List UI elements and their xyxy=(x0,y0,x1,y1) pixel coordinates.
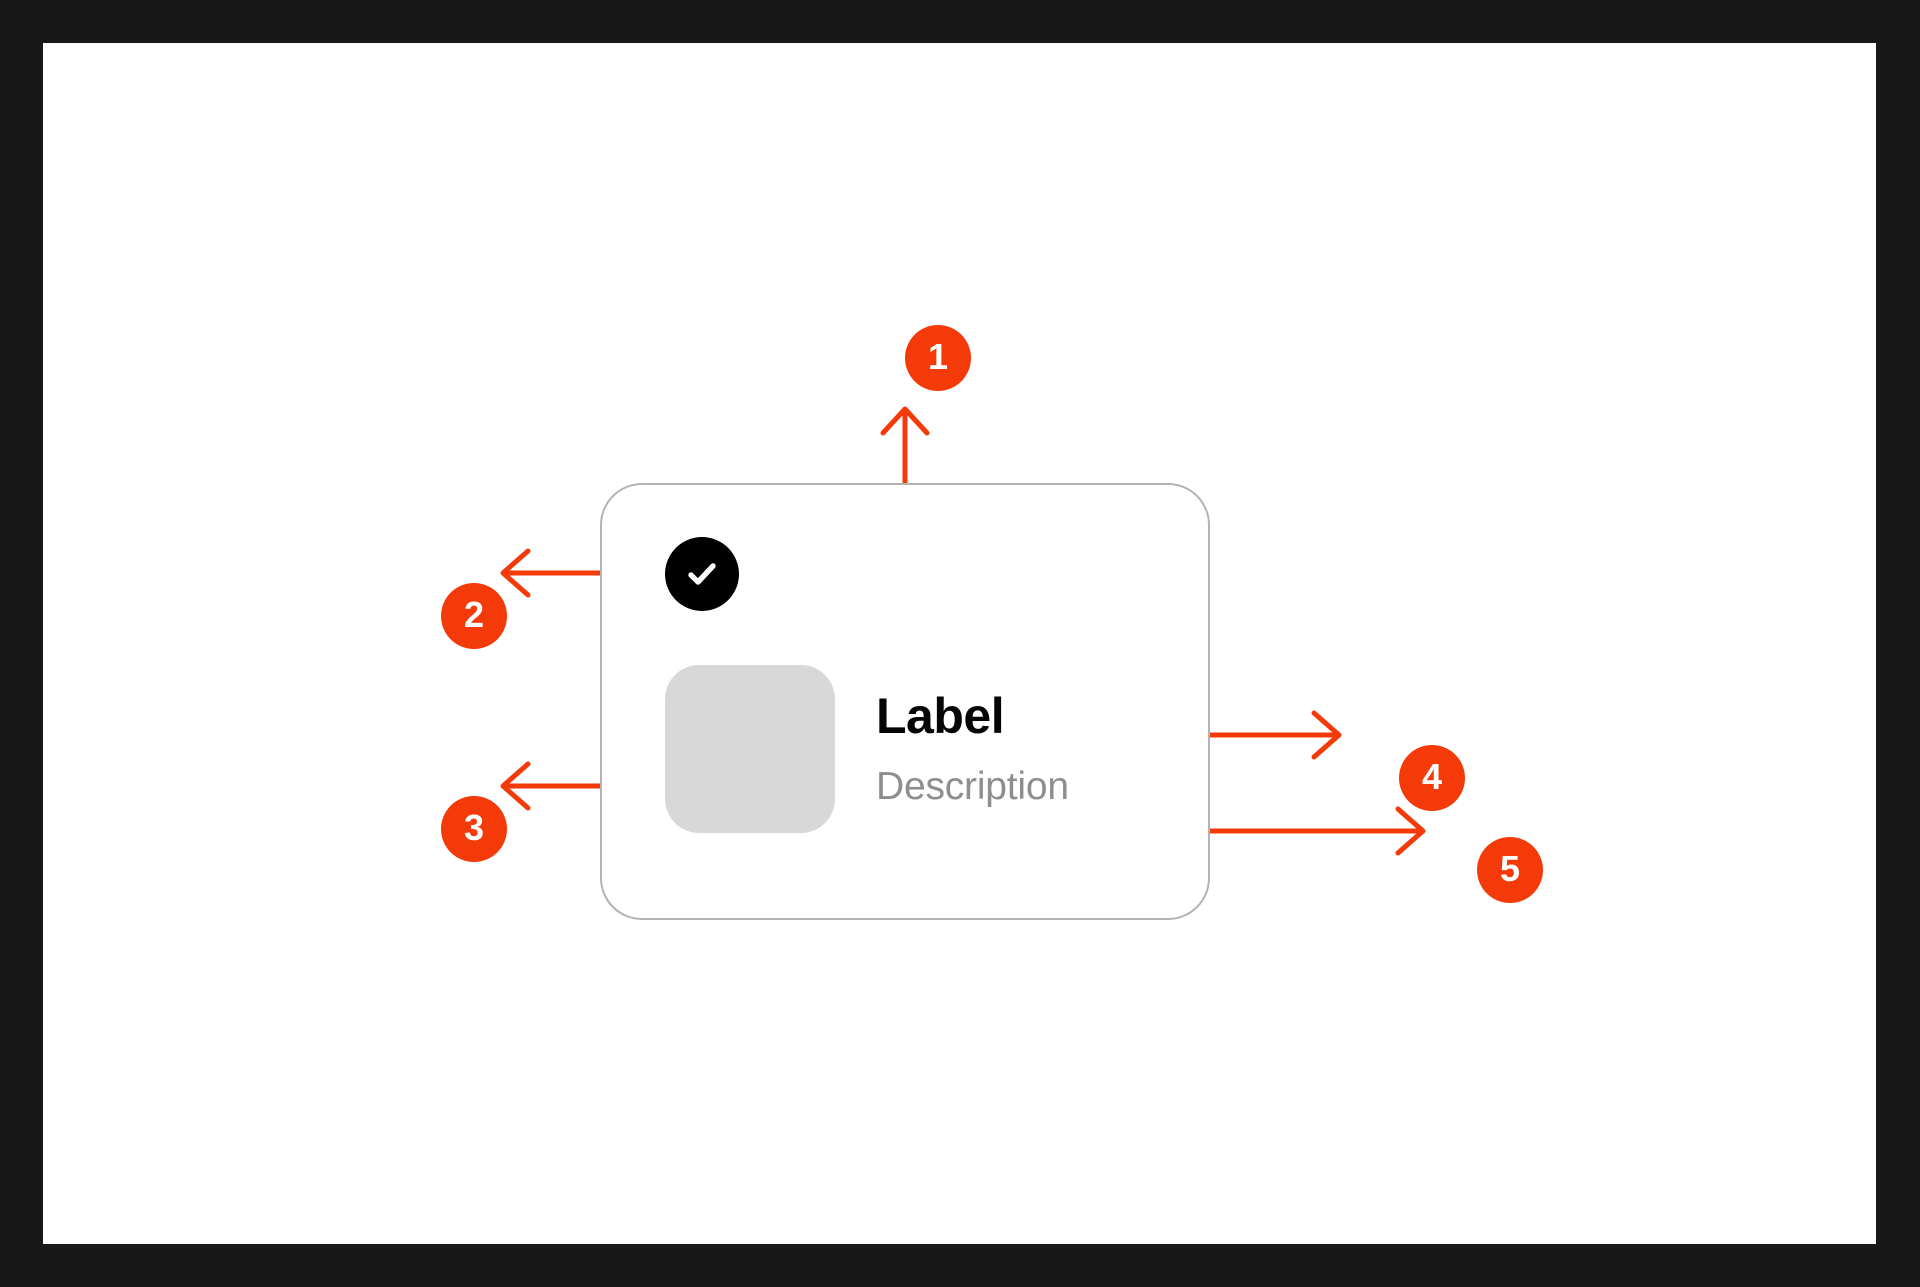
callout-badge-2[interactable]: 2 xyxy=(441,583,507,649)
white-canvas: Label Description 1 2 3 4 5 xyxy=(43,43,1876,1244)
thumbnail-placeholder[interactable] xyxy=(665,665,835,833)
card-description: Description xyxy=(876,764,1069,808)
card-text-block: Label Description xyxy=(876,690,1069,807)
card-label: Label xyxy=(876,688,1005,745)
selection-check-badge[interactable] xyxy=(665,537,739,611)
callout-badge-1-number: 1 xyxy=(927,336,949,377)
callout-badge-2-number: 2 xyxy=(463,594,485,635)
callout-badge-1[interactable]: 1 xyxy=(905,325,971,391)
callout-badge-5-number: 5 xyxy=(1499,848,1521,889)
check-icon xyxy=(688,563,716,585)
component-card[interactable]: Label Description xyxy=(600,483,1210,920)
callout-badge-4[interactable]: 4 xyxy=(1399,745,1465,811)
callout-badge-5[interactable]: 5 xyxy=(1477,837,1543,903)
callout-badge-4-number: 4 xyxy=(1421,756,1443,797)
card-body-row: Label Description xyxy=(665,665,1185,833)
callout-badge-3-number: 3 xyxy=(463,807,485,848)
callout-badge-3[interactable]: 3 xyxy=(441,796,507,862)
callout-arrow-1 xyxy=(880,406,930,487)
